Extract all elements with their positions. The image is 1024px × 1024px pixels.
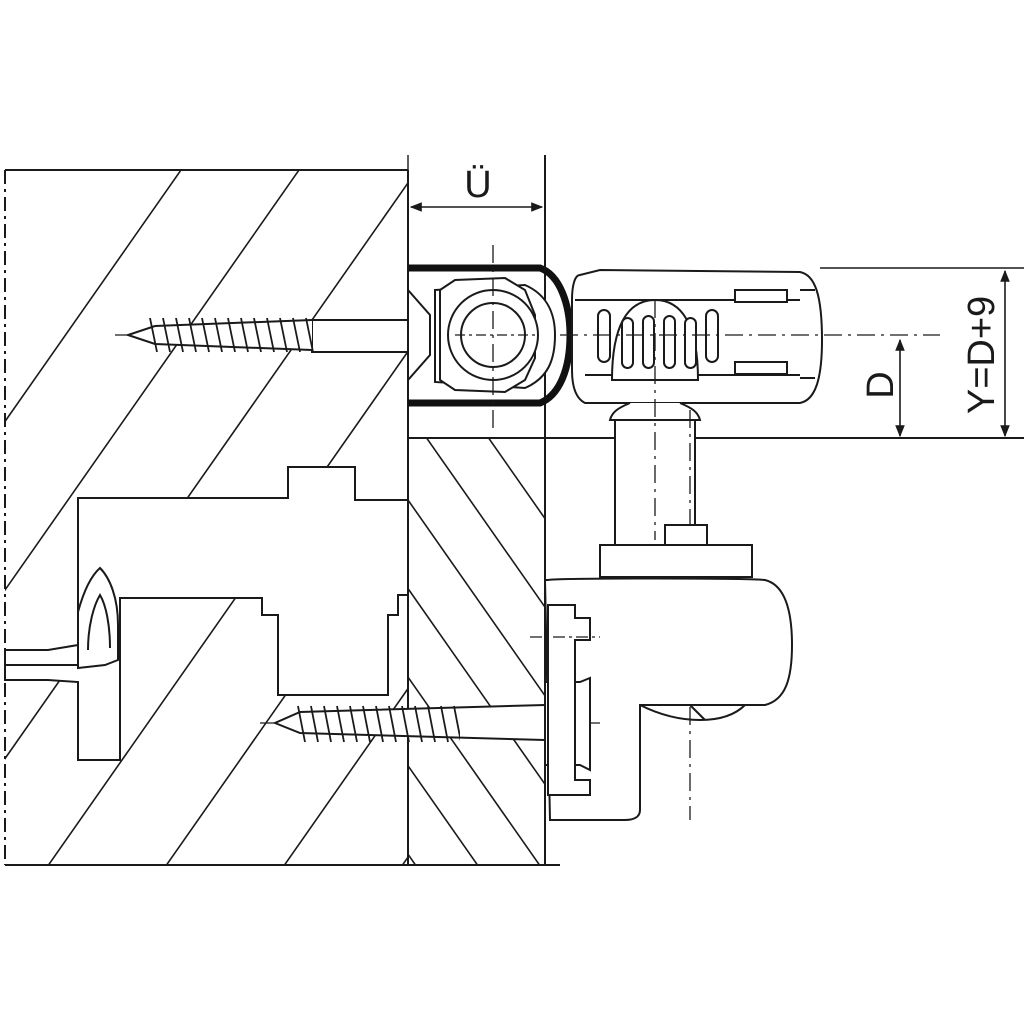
thread-line — [440, 705, 449, 743]
screw-thread-bottom — [297, 705, 460, 743]
upper-bracket — [408, 245, 574, 430]
thread-line — [362, 705, 371, 743]
lower-hook-body — [543, 577, 794, 821]
thread-line — [253, 317, 262, 353]
thread-line — [323, 705, 332, 743]
thread-line — [201, 317, 210, 353]
hatch-line — [189, 170, 408, 865]
thread-line — [297, 705, 306, 743]
thread-line — [414, 705, 423, 743]
thread-line — [162, 317, 171, 353]
thread-line — [375, 705, 384, 743]
thread-line — [427, 705, 436, 743]
hatch-line — [426, 0, 1024, 1000]
thread-line — [305, 317, 314, 353]
hatch-right — [408, 438, 545, 865]
hatch-line — [1016, 0, 1024, 1000]
thread-line — [401, 705, 410, 743]
hatch-line — [780, 0, 1024, 1000]
hatch-line — [429, 438, 545, 865]
thread-line — [310, 705, 319, 743]
adjustment-stem — [599, 300, 753, 820]
hatch-line — [408, 438, 545, 865]
hatch-line — [491, 438, 545, 865]
thread-line — [149, 317, 158, 353]
hatch-line — [71, 170, 408, 865]
hatch-line — [408, 438, 545, 865]
thread-line — [214, 317, 223, 353]
pocket-cutout — [4, 466, 409, 761]
thread-line — [227, 317, 236, 353]
hatch-line — [898, 0, 1024, 1000]
thread-line — [388, 705, 397, 743]
screw-bottom — [260, 604, 600, 796]
thread-line — [453, 705, 460, 742]
y-label: Y=D+9 — [961, 296, 1003, 414]
thread-line — [349, 705, 358, 743]
hatch-line — [5, 170, 408, 865]
thread-line — [175, 317, 184, 353]
hatch-line — [408, 438, 545, 865]
hatch-line — [408, 438, 545, 865]
thread-line — [266, 317, 275, 353]
thread-line — [292, 317, 301, 353]
overhang-label: Ü — [464, 164, 491, 206]
dimension-overhang — [407, 155, 546, 270]
screw-top — [115, 287, 431, 383]
d-label: D — [860, 371, 902, 398]
hatch-line — [662, 0, 1024, 1000]
screw-thread-top — [149, 317, 314, 353]
thread-line — [336, 705, 345, 743]
dimension-d-y — [820, 267, 1024, 438]
thread-line — [188, 317, 197, 353]
thread-line — [279, 317, 288, 353]
thread-line — [240, 317, 249, 353]
